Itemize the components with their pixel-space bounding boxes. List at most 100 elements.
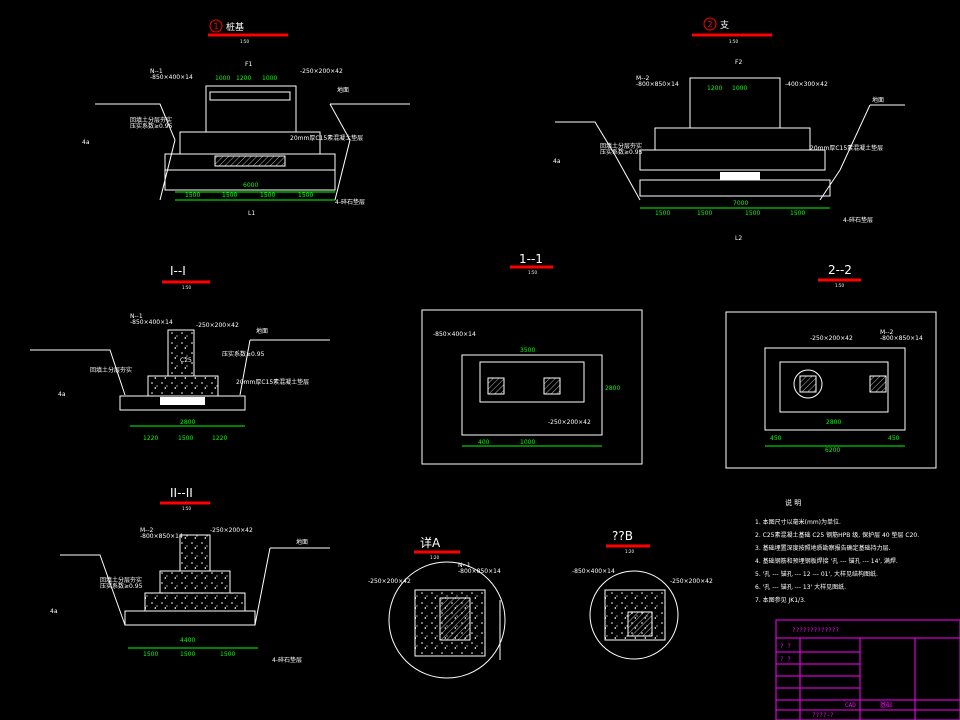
v2-dim-2: 1000 [732,85,747,92]
footing-hatch [214,155,286,167]
sI-label-ground: 地面 [256,327,268,335]
v1-label-plate: -250×200×42 [300,68,343,75]
sI-label-plate: -250×200×42 [196,322,239,329]
gravel-bed [164,169,336,191]
section-2-2: 2--2 1:50 2800 6200 450 450 -250×200×42 … [725,263,937,469]
sI-label-c25: C25 [180,357,192,364]
s22-dim-3: 450 [888,435,900,442]
detail-A: 详A 1:20 N--1 -800×850×14 -250×200×42 [368,535,506,679]
v1-label-compact: 压实系数≥0.95 [130,122,173,130]
s11-dim-2: 400 [478,439,490,446]
note-1: 1. 本图尺寸以毫米(mm)为单位. [755,518,841,526]
v2-dim-0: 7000 [733,200,748,207]
s11-label-m: -850×400×14 [433,331,476,338]
view-1-title: 桩基 [226,21,244,33]
s22-outer-pit [725,311,937,469]
dB-scale: 1:20 [625,549,634,554]
view-1-number: 1 [214,22,219,31]
s22-title: 2--2 [828,263,852,277]
sII-label-ground: 地面 [296,538,308,546]
v2-label-m2dim: -800×850×14 [636,81,679,88]
sII-dim-2: 1500 [220,651,235,658]
v1-label-l1: L1 [248,210,255,217]
sI-label-soil: 回填土分层夯实 [90,366,132,374]
v2-label-f2: F2 [735,59,742,66]
sII-dim-1: 1500 [180,651,195,658]
v1-dim-0: 1000 [215,75,230,82]
s22-dim-0: 6200 [825,447,840,454]
column-block [205,85,297,133]
dA-title: 详A [420,535,441,550]
note-3: 3. 基础埋置深度按照地质勘察报告确定基础持力层. [755,544,891,552]
note-4: 4. 基础钢筋和预埋钢板焊接 '孔 --- 锚孔 --- 14', 满焊. [755,557,898,565]
sII-tier-2 [144,592,246,612]
v1-label-f1: F1 [245,61,252,68]
v2-tier-1 [654,127,811,151]
sI-scale: 1:50 [182,285,191,290]
s11-footing [461,354,603,436]
section-II-II: II--II 1:50 1500 1500 1500 4400 M--2 -80… [50,486,330,664]
view-1-number-circle [209,19,223,33]
sI-dim-3: 2800 [180,419,195,426]
sI-label-4a: 4a [58,391,66,398]
v1-dim-4: 1500 [185,192,200,199]
s22-label-plate: -250×200×42 [810,335,853,342]
tb-project: ????????????? [792,627,839,634]
sII-label-4a: 4a [50,608,58,615]
v2-label-ground: 地面 [872,96,884,104]
note-6: 6. '孔 --- 锚孔 --- 13' 大样见图纸. [755,583,846,591]
title-block-frame [775,619,960,720]
v1-label-4a: 4a [82,139,90,146]
sII-scale: 1:50 [182,506,191,511]
v1-label-cushion: 20mm厚C15素混凝土垫层 [290,134,363,142]
view-2-scale: 1:50 [729,39,738,44]
v2-dim-3: 1500 [655,210,670,217]
notes-title: 说 明 [785,498,801,507]
sI-label-compact: 压实系数≥0.95 [222,350,265,358]
s11-outer-pit [421,309,643,465]
dA-label-plate: -250×200×42 [368,578,411,585]
view-2: 2 支 1:50 7000 1200 1000 1500 1500 1500 1… [553,17,905,242]
dA-scale: 1:20 [430,555,439,560]
s11-scale: 1:50 [528,270,537,275]
v2-fill-block [720,172,760,180]
v1-dim-1: 1200 [236,75,251,82]
s11-dim-0: 3500 [520,347,535,354]
v2-dim-4: 1500 [697,210,712,217]
sII-label-soil: 回填土分层夯实 [100,576,142,584]
sII-column [179,534,211,572]
dB-title: ??B [612,529,633,543]
sII-dim-0: 1500 [143,651,158,658]
note-7: 7. 本图参见 JK1/3. [755,596,806,604]
v2-label-m2: M--2 [636,75,650,82]
detail-B: ??B 1:20 -850×400×14 -250×200×42 [572,529,713,660]
tb-cad: CAD [845,702,856,709]
v1-dim-5: 1500 [222,192,237,199]
sII-label-m2dim: -800×850×14 [140,533,183,540]
v2-label-gravel: 4-碎石垫层 [843,216,873,224]
v2-dim-5: 1500 [745,210,760,217]
v2-label-cushion: 20mm厚C15素混凝土垫层 [810,144,883,152]
s11-dim-3: 2800 [605,385,620,392]
v1-dim-7: 1500 [298,192,313,199]
sI-footing [147,375,219,397]
dB-label-plate: -250×200×42 [670,578,713,585]
sII-label-gravel: 4-碎石垫层 [272,656,302,664]
sI-column [167,329,195,377]
v2-label-l2: L2 [735,235,742,242]
s22-scale: 1:50 [835,283,844,288]
v2-label-compact: 压实系数≥0.95 [600,148,643,156]
sII-label-compact: 压实系数≥0.95 [100,582,143,590]
view-2-number: 2 [708,20,713,29]
v1-label-ground: 地面 [337,86,349,94]
sII-title: II--II [170,486,193,500]
v1-label-gravel: 4-碎石垫层 [335,198,365,206]
sI-dim-0: 1220 [143,435,158,442]
s22-label-m2dim: -800×850×14 [880,335,923,342]
sI-label-n1: N--1 [130,313,143,320]
v1-label-n1dim: -850×400×14 [150,74,193,81]
dA-label-n2: N--1 [458,562,471,569]
sII-label-plate: -250×200×42 [210,527,253,534]
view-1: 1 桩基 1:50 1000 1200 1000 6000 1500 1500 … [82,19,410,217]
